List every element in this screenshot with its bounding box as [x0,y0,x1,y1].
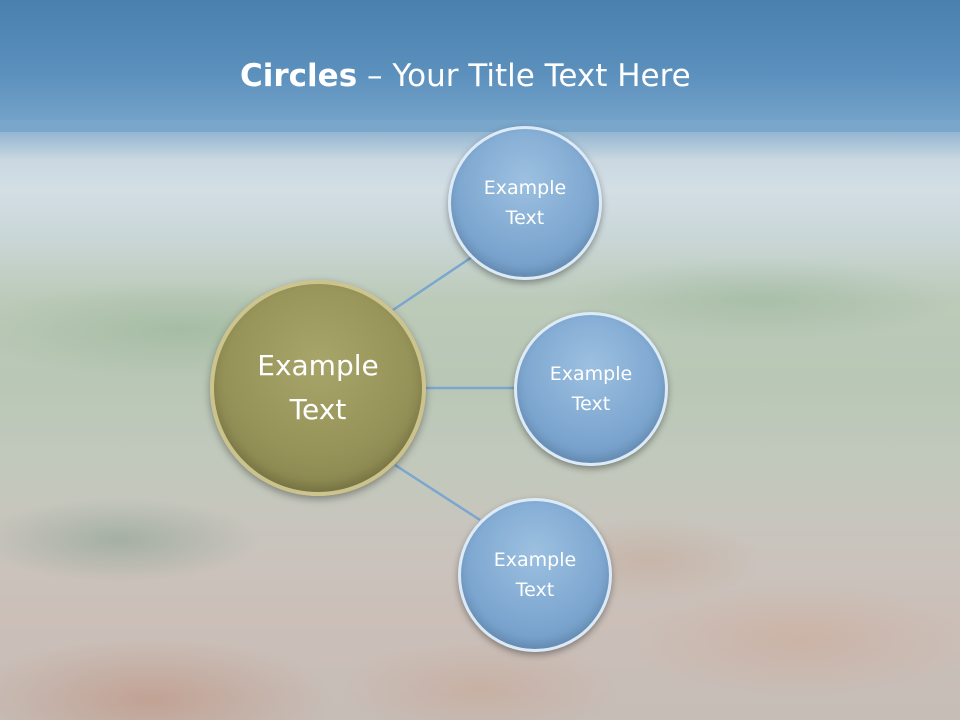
center-circle: Example Text [210,280,426,496]
center-circle-label: Example Text [257,349,379,426]
node-circle-3: Example Text [458,498,612,652]
title-bold-part: Circles [240,58,358,94]
header-band [0,0,960,132]
node-circle-3-label: Example Text [493,549,577,601]
node-circle-2-label: Example Text [549,363,633,415]
connector-to-node-3 [394,463,481,522]
connector-to-node-1 [392,255,473,312]
title-rest: – Your Title Text Here [357,58,691,94]
node-circle-1-label: Example Text [483,177,567,229]
slide-title: Circles – Your Title Text Here [240,54,840,98]
node-circle-1: Example Text [448,126,602,280]
node-circle-2: Example Text [514,312,668,466]
